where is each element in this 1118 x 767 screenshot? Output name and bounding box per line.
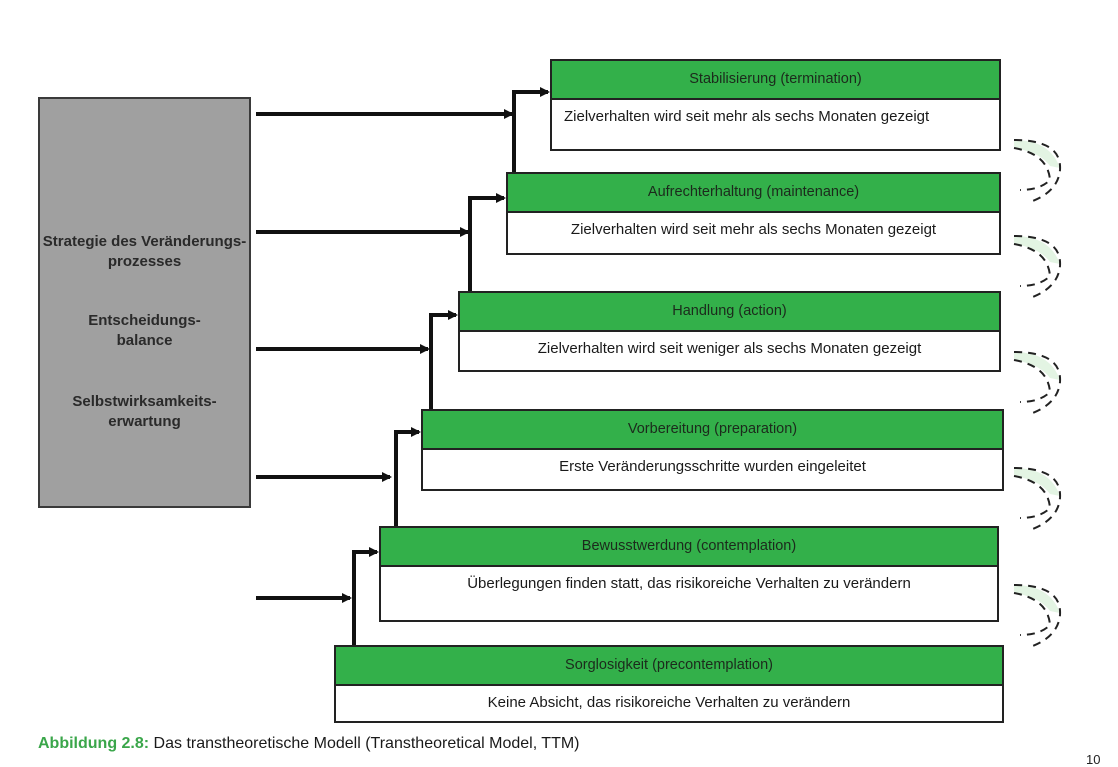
step-arrow xyxy=(352,547,379,645)
figure-caption: Abbildung 2.8: Das transtheoretische Mod… xyxy=(38,735,580,753)
stage-action: Handlung (action) Zielverhalten wird sei… xyxy=(458,291,1001,372)
relapse-cycle-icon xyxy=(1013,139,1062,203)
caption-label: Abbildung 2.8: xyxy=(38,735,150,752)
stage-contemplation: Bewusstwerdung (contemplation) Überlegun… xyxy=(379,526,999,622)
stage-description: Keine Absicht, das risikoreiche Verhalte… xyxy=(487,694,851,711)
relapse-cycle-icon xyxy=(1013,467,1062,531)
stage-description: Überlegungen finden statt, das risikorei… xyxy=(467,575,911,592)
factor-self-efficacy: Selbstwirksamkeits- erwartung xyxy=(72,393,217,430)
caption-text: Das transtheoretische Modell (Transtheor… xyxy=(149,735,580,752)
stage-maintenance: Aufrechterhaltung (maintenance) Zielverh… xyxy=(506,172,1001,255)
factor-strategy: Strategie des Veränderungs- prozesses xyxy=(42,233,247,270)
stage-title: Aufrechterhaltung (maintenance) xyxy=(508,174,999,213)
stage-title: Handlung (action) xyxy=(460,293,999,332)
stage-title: Stabilisierung (termination) xyxy=(552,61,999,100)
page-number: 10 xyxy=(1086,752,1101,767)
stage-title: Vorbereitung (preparation) xyxy=(423,411,1002,450)
stage-termination: Stabilisierung (termination) Zielverhalt… xyxy=(550,59,1001,151)
step-arrow xyxy=(394,427,421,526)
step-arrow xyxy=(468,193,506,291)
relapse-cycle-icon xyxy=(1013,351,1062,415)
factors-box: Strategie des Veränderungs- prozesses En… xyxy=(38,97,251,508)
step-arrow xyxy=(429,310,458,409)
stage-title: Bewusstwerdung (contemplation) xyxy=(381,528,997,567)
stage-description: Zielverhalten wird seit mehr als sechs M… xyxy=(564,108,930,125)
factor-decision-balance: Entscheidungs- balance xyxy=(88,312,201,349)
relapse-cycle-icon xyxy=(1013,235,1062,299)
relapse-cycle-icon xyxy=(1013,584,1062,648)
stage-description: Erste Veränderungsschritte wurden eingel… xyxy=(559,458,866,475)
stage-precontemplation: Sorglosigkeit (precontemplation) Keine A… xyxy=(334,645,1004,723)
step-arrow xyxy=(512,87,550,172)
stage-description: Zielverhalten wird seit weniger als sech… xyxy=(537,340,922,357)
stage-description: Zielverhalten wird seit mehr als sechs M… xyxy=(570,221,937,238)
stage-title: Sorglosigkeit (precontemplation) xyxy=(336,647,1002,686)
stage-preparation: Vorbereitung (preparation) Erste Verände… xyxy=(421,409,1004,491)
